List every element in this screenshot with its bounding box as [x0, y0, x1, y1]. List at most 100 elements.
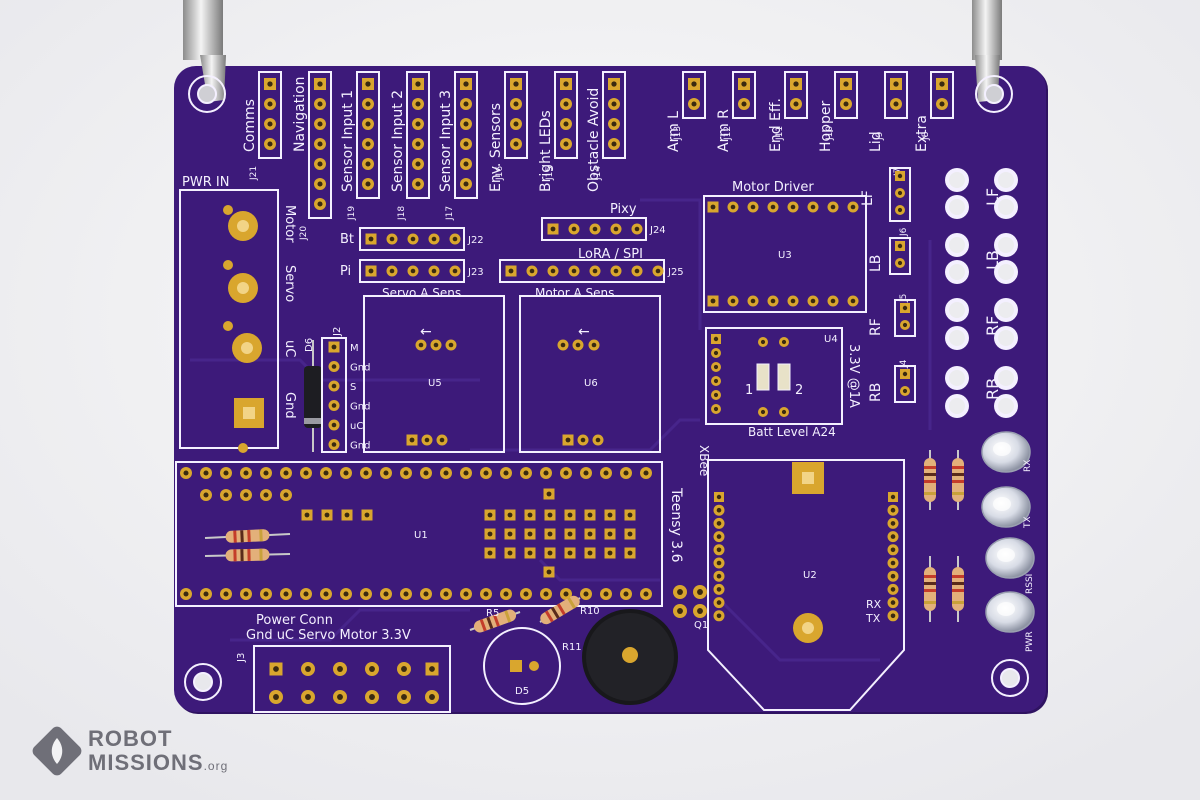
solder-pad-square [510, 78, 522, 90]
teensy-pin [280, 489, 292, 501]
svg-text:R5: R5 [486, 608, 499, 619]
clear-led [981, 486, 1031, 528]
header-label: End Eff. [768, 98, 784, 152]
solder-pad [840, 98, 852, 110]
lb-small-label: LB [868, 255, 884, 272]
led-label-rx: RX [1023, 460, 1033, 472]
solder-pad [460, 138, 472, 150]
xbee-pin [713, 544, 725, 556]
batt-level-label: Batt Level A24 [748, 425, 836, 439]
header-label: Comms [242, 99, 258, 152]
solder-pad [314, 118, 326, 130]
solder-pad [568, 223, 580, 235]
power-conn-pin [397, 662, 411, 676]
solder-pad-square [560, 78, 572, 90]
solder-pad [767, 201, 779, 213]
teensy-pin [460, 588, 472, 600]
resistor [204, 529, 291, 543]
solder-pad [314, 138, 326, 150]
solder-pad [608, 98, 620, 110]
xbee-pin [888, 492, 898, 502]
motor-terminal-holes [945, 168, 1018, 418]
pwr-servo-label: Servo [282, 265, 297, 302]
solder-pad [711, 376, 721, 386]
solder-pad [847, 295, 859, 307]
svg-text:U5: U5 [428, 378, 442, 389]
solder-pad [449, 265, 461, 277]
teensy-pad [484, 509, 496, 521]
solder-pad [577, 434, 589, 446]
teensy-pin [240, 467, 252, 479]
teensy-pin [600, 467, 612, 479]
xbee-pin [713, 517, 725, 529]
resistor [469, 609, 521, 633]
servo-sense-module: Servo A Sens. ← U5 [363, 286, 505, 453]
solder-pad [362, 138, 374, 150]
solder-pad [547, 265, 559, 277]
svg-text:TX: TX [865, 612, 881, 625]
teensy-pad [504, 528, 516, 540]
teensy-pin [300, 588, 312, 600]
solder-pad [693, 585, 707, 599]
xbee-pin [887, 570, 899, 582]
solder-pad [747, 201, 759, 213]
teensy-pin [400, 588, 412, 600]
status-leds [981, 431, 1035, 633]
solder-pad [631, 265, 643, 277]
teensy-pin [420, 467, 432, 479]
header-ref: J8 [921, 131, 931, 141]
solder-pad [264, 138, 276, 150]
teensy-pin [300, 467, 312, 479]
svg-text:RX: RX [866, 598, 882, 611]
j2-pin [328, 361, 340, 372]
solder-pad-square [711, 334, 721, 344]
solder-pad [460, 158, 472, 170]
teensy-pad [624, 528, 636, 540]
header-label: Arm L [666, 111, 682, 152]
svg-text:U2: U2 [803, 570, 817, 581]
j2-pin [328, 400, 340, 411]
solder-pad-square [365, 233, 377, 245]
teensy-pin [520, 588, 532, 600]
teensy-pin [620, 588, 632, 600]
solder-pad [421, 434, 433, 446]
teensy-pad [341, 509, 353, 521]
teensy-pin [600, 588, 612, 600]
power-conn-pin [301, 690, 315, 704]
svg-text:J6: J6 [899, 227, 909, 237]
resistor [539, 595, 581, 625]
solder-pad [412, 138, 424, 150]
solder-pad [412, 98, 424, 110]
solder-pad [436, 434, 448, 446]
xbee-pin [887, 544, 899, 556]
solder-pad [900, 386, 910, 396]
svg-text:U4: U4 [824, 334, 838, 345]
teensy-pad [584, 547, 596, 559]
teensy-pad [484, 547, 496, 559]
xbee-label: XBee [697, 445, 711, 476]
logo-suffix: .org [203, 759, 229, 773]
xbee-pin [713, 531, 725, 543]
solder-pad [568, 265, 580, 277]
header-pixy: Pixy J24 [541, 202, 666, 241]
svg-text:2: 2 [795, 383, 803, 398]
solder-pad [407, 265, 419, 277]
solder-pad [895, 205, 905, 215]
terminal-labels: LF LB RF RB [983, 188, 1002, 400]
teensy-footprint: U1 Teensy 3.6 [175, 461, 684, 607]
header-ref: J9 [875, 131, 885, 141]
header-ref: J15 [545, 166, 555, 181]
solder-pad [673, 585, 687, 599]
teensy-pad [301, 509, 313, 521]
solder-pad [787, 201, 799, 213]
teensy-pad [624, 547, 636, 559]
svg-text:D5: D5 [515, 686, 529, 697]
solder-pad [264, 118, 276, 130]
j2-pin-label: Gnd [350, 363, 370, 374]
